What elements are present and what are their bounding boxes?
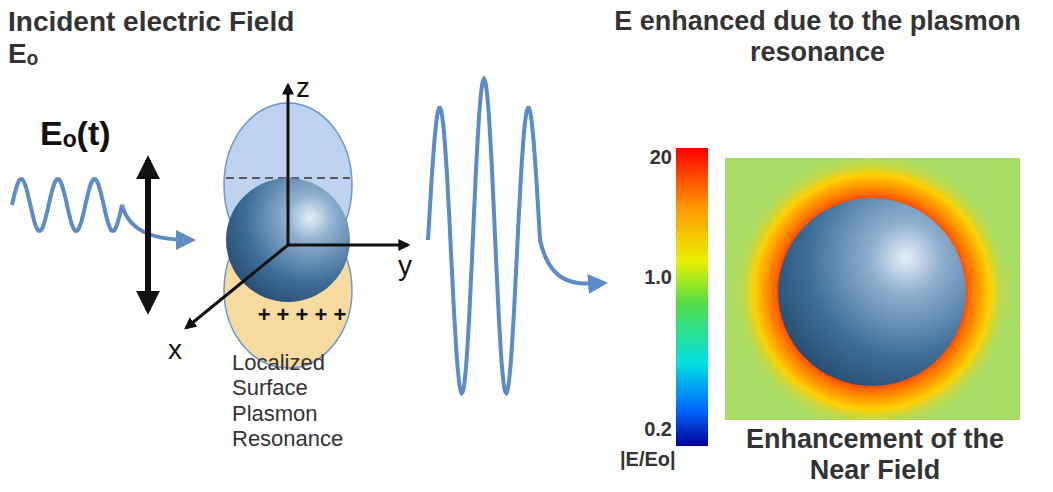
scale-value: 20 [630, 146, 672, 169]
axis-label: x [168, 334, 198, 366]
heading-label: E enhanced due to the plasmon resonance [585, 6, 1050, 68]
field-label: Eₒ(t) [40, 114, 160, 153]
resonance-label: Localized Surface Plasmon Resonance [232, 350, 382, 451]
scale-value: 0.2 [624, 418, 672, 441]
charge-signs: + + + + + [232, 302, 372, 327]
map-caption: Enhancement of the Near Field [730, 424, 1020, 486]
axis-label: y [398, 250, 428, 282]
axis-label: z [296, 72, 326, 104]
scale-unit: |E/Eo| [620, 448, 720, 471]
scale-value: 1.0 [624, 266, 672, 289]
heading-label: Incident electric Field Eₒ [8, 6, 298, 70]
